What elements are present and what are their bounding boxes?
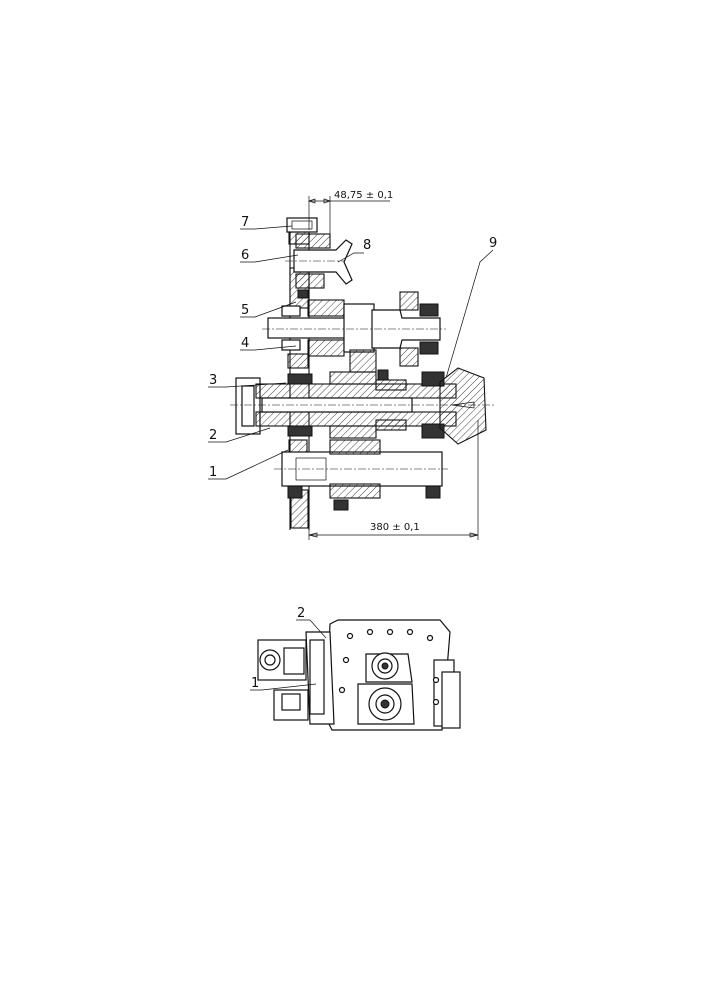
gearbox-external-view: 2 1	[250, 606, 461, 731]
callout-3: 3	[209, 373, 217, 388]
dimension-bottom: 380 ± 0,1	[308, 420, 479, 540]
top-shaft-assembly	[285, 217, 353, 299]
gearbox-section-drawing: 48,75 ± 0,1 380 ± 0,1 7 6 8 5 4	[208, 190, 497, 540]
housing-bolts	[338, 628, 440, 706]
dimension-48-75-label: 48,75 ± 0,1	[334, 190, 393, 201]
callout-6: 6	[241, 248, 249, 263]
callout-1: 1	[209, 465, 217, 480]
dimension-380-label: 380 ± 0,1	[370, 522, 420, 533]
bottom-callout-2: 2	[297, 606, 305, 621]
callout-9: 9	[489, 236, 497, 251]
callout-2: 2	[209, 428, 217, 443]
callout-8: 8	[363, 238, 371, 253]
lower-shaft-assembly	[274, 439, 448, 511]
middle-shaft-assembly	[262, 291, 446, 373]
top-leaders	[208, 225, 494, 480]
callout-7: 7	[241, 215, 249, 230]
main-shaft-assembly	[230, 367, 494, 445]
callout-4: 4	[241, 336, 249, 351]
dimension-top: 48,75 ± 0,1	[307, 190, 393, 240]
bottom-callout-1: 1	[251, 676, 259, 691]
callout-5: 5	[241, 303, 249, 318]
